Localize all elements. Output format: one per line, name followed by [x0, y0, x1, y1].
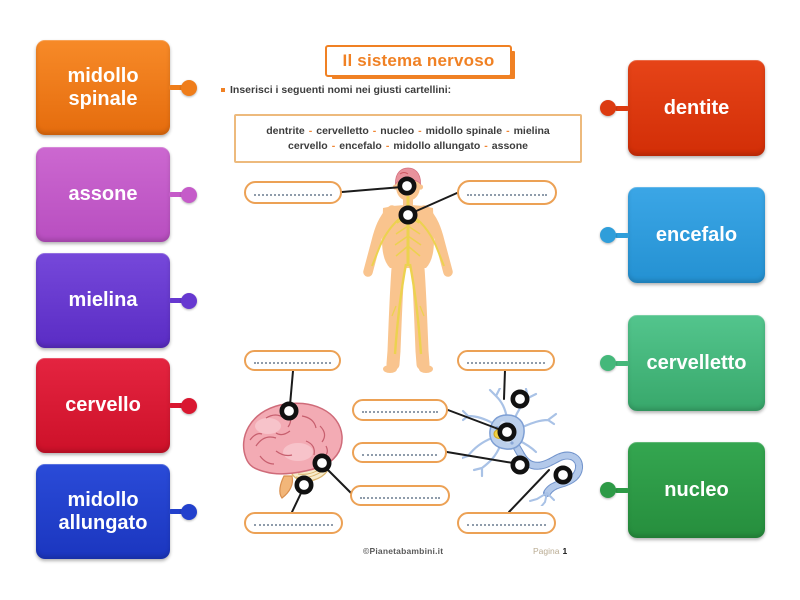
- word-bank-word: assone: [491, 140, 528, 152]
- label-card-midollo-allungato[interactable]: midollo allungato: [36, 464, 197, 559]
- connector-stub: [169, 192, 183, 197]
- word-bank-separator: -: [506, 125, 510, 137]
- connector-stub: [169, 298, 183, 303]
- instruction-text: Inserisci i seguenti nomi nei giusti car…: [230, 84, 452, 96]
- label-card-encefalo[interactable]: encefalo: [600, 187, 765, 283]
- connector-dot-icon: [600, 100, 616, 116]
- answer-slot[interactable]: [352, 399, 448, 421]
- connector-dot-icon: [181, 79, 197, 96]
- answer-slot[interactable]: [457, 512, 556, 534]
- bullet-icon: [221, 88, 225, 92]
- card-face: midollo allungato: [36, 464, 170, 559]
- neuron-illustration: [462, 388, 584, 506]
- card-face: cervello: [36, 358, 170, 453]
- card-label: nucleo: [664, 478, 729, 501]
- connector-stub: [615, 232, 629, 238]
- answer-slot[interactable]: [244, 181, 342, 204]
- card-face: dentite: [628, 60, 765, 156]
- card-label: dentite: [663, 96, 730, 119]
- connector-dot-icon: [600, 227, 616, 243]
- connector-stub: [169, 85, 183, 90]
- card-label: assone: [68, 183, 138, 206]
- card-label: encefalo: [655, 223, 738, 246]
- card-face: encefalo: [628, 187, 765, 283]
- word-bank: dentrite-cervelletto-nucleo-midollo spin…: [234, 114, 582, 163]
- card-label: cervello: [65, 394, 141, 417]
- page-label: Pagina: [533, 546, 560, 556]
- word-bank-separator: -: [331, 140, 336, 152]
- connector-dot-icon: [181, 503, 197, 520]
- label-card-mielina[interactable]: mielina: [36, 253, 197, 348]
- connector-stub: [615, 360, 629, 366]
- card-label: cervelletto: [646, 351, 747, 374]
- word-bank-word: cervello: [288, 140, 328, 152]
- connector-dot-icon: [181, 292, 197, 309]
- answer-slot[interactable]: [244, 512, 343, 534]
- answer-slot[interactable]: [350, 485, 450, 506]
- card-face: midollo spinale: [36, 40, 170, 135]
- word-bank-line-2: cervello-encefalo-midollo allungato-asso…: [288, 140, 528, 152]
- connector-dot-icon: [600, 482, 616, 498]
- human-body-illustration: [363, 167, 453, 373]
- answer-slot[interactable]: [457, 350, 555, 371]
- connector-dot-icon: [181, 186, 197, 203]
- word-bank-word: mielina: [513, 125, 550, 137]
- label-card-assone[interactable]: assone: [36, 147, 197, 242]
- label-card-nucleo[interactable]: nucleo: [600, 442, 765, 538]
- card-face: mielina: [36, 253, 170, 348]
- card-face: cervelletto: [628, 315, 765, 411]
- word-bank-word: cervelletto: [316, 125, 369, 137]
- word-bank-separator: -: [484, 140, 488, 152]
- connector-stub: [169, 403, 183, 408]
- brain-illustration: [242, 402, 343, 499]
- word-bank-word: dentrite: [266, 125, 305, 137]
- label-card-cervelletto[interactable]: cervelletto: [600, 315, 765, 411]
- answer-slot[interactable]: [244, 350, 341, 371]
- connector-stub: [615, 105, 629, 111]
- connector-stub: [169, 509, 183, 514]
- site-credit: ©Pianetabambini.it: [363, 546, 444, 556]
- card-label: midollo spinale: [67, 65, 139, 110]
- answer-slot[interactable]: [352, 442, 447, 463]
- label-card-midollo-spinale[interactable]: midollo spinale: [36, 40, 197, 135]
- instruction-row: Inserisci i seguenti nomi nei giusti car…: [221, 84, 591, 96]
- page-number: 1: [562, 546, 568, 556]
- card-label: midollo allungato: [58, 489, 148, 534]
- connector-dot-icon: [181, 397, 197, 414]
- word-bank-word: encefalo: [339, 140, 382, 152]
- connector-stub: [615, 487, 629, 493]
- word-bank-word: midollo allungato: [393, 140, 481, 152]
- word-bank-word: midollo spinale: [425, 125, 503, 137]
- worksheet-title: Il sistema nervoso: [325, 45, 512, 77]
- label-card-cervello[interactable]: cervello: [36, 358, 197, 453]
- word-bank-separator: -: [308, 125, 313, 137]
- connector-dot-icon: [600, 355, 616, 371]
- word-bank-line-1: dentrite-cervelletto-nucleo-midollo spin…: [266, 125, 550, 137]
- card-face: assone: [36, 147, 170, 242]
- label-card-dentite[interactable]: dentite: [600, 60, 765, 156]
- card-face: nucleo: [628, 442, 765, 538]
- answer-slot[interactable]: [457, 180, 557, 205]
- card-label: mielina: [68, 289, 138, 312]
- word-bank-word: nucleo: [380, 125, 415, 137]
- word-bank-separator: -: [385, 140, 390, 152]
- word-bank-separator: -: [418, 125, 422, 137]
- word-bank-separator: -: [372, 125, 377, 137]
